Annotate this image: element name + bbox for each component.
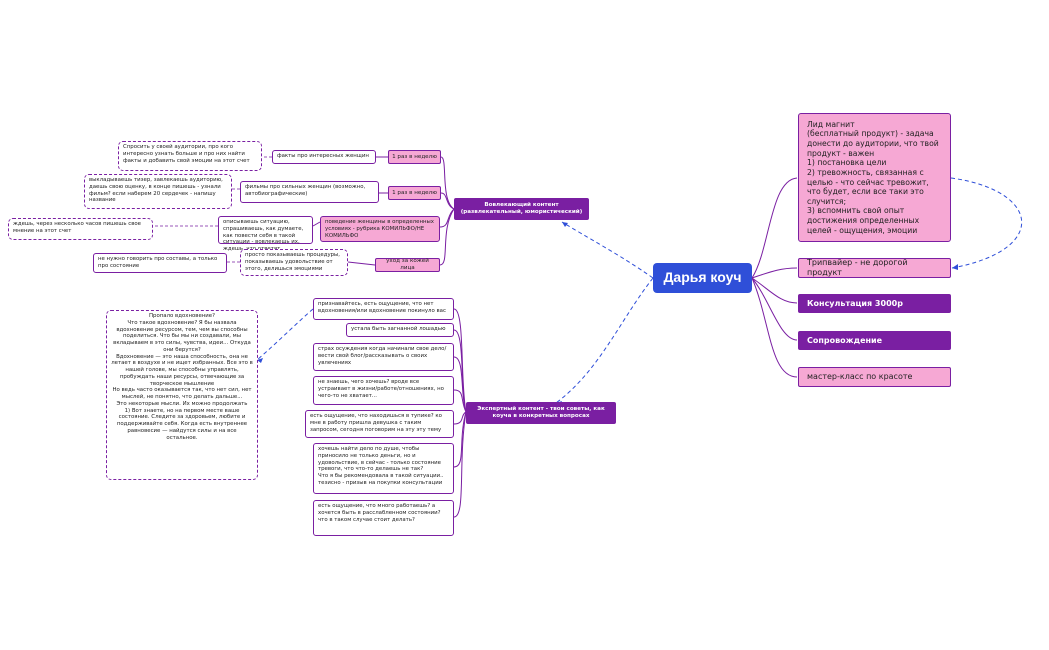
lead-magnet-node[interactable]: Лид магнит (бесплатный продукт) - задача… — [798, 113, 951, 242]
expert-item[interactable]: хочешь найти дело по душе, чтобы приноси… — [313, 443, 454, 494]
expert-item[interactable]: страх осуждения когда начинали свое дело… — [313, 343, 454, 371]
engaging-content-topic[interactable]: Вовлекающий контент (развлекательный, юм… — [454, 198, 589, 220]
expert-item[interactable]: не знаешь, чего хочешь? вроде все устраи… — [313, 376, 454, 405]
support-node[interactable]: Сопровождение — [798, 331, 951, 350]
facts-node[interactable]: факты про интересных женщин — [272, 150, 376, 164]
expert-item[interactable]: есть ощущение, что находишься в тупике? … — [305, 410, 454, 438]
procedures-node[interactable]: просто показываешь процедуры, показываеш… — [240, 249, 348, 276]
beauty-masterclass-node[interactable]: мастер-класс по красоте — [798, 367, 951, 387]
facts-note[interactable]: Спросить у своей аудитории, про кого инт… — [118, 141, 262, 171]
situation-node[interactable]: описываешь ситуацию, спрашиваешь, как ду… — [218, 216, 313, 252]
expert-content-topic[interactable]: Экспертный контент - твои советы, как ко… — [466, 402, 616, 424]
expert-item[interactable]: устала быть загнанной лошадью — [346, 323, 454, 337]
inspiration-note[interactable]: Пропало вдохновение? Что такое вдохновен… — [106, 310, 258, 480]
films-note[interactable]: выкладываешь тизер, завлекаешь аудиторию… — [84, 174, 232, 209]
procedures-note[interactable]: не нужно говорить про составы, а только … — [93, 253, 227, 273]
skincare-node[interactable]: уход за кожей лица — [375, 258, 440, 272]
root-node[interactable]: Дарья коуч — [653, 263, 752, 293]
expert-item[interactable]: признавайтесь, есть ощущение, что нет вд… — [313, 298, 454, 320]
consultation-node[interactable]: Консультация 3000р — [798, 294, 951, 313]
situation-note[interactable]: ждешь, через несколько часов пишешь свое… — [8, 218, 153, 240]
frequency-films-node[interactable]: 1 раз в неделю — [388, 186, 441, 200]
expert-item[interactable]: есть ощущение, что много работаешь? а хо… — [313, 500, 454, 536]
films-node[interactable]: фильмы про сильных женщин (возможно, авт… — [240, 181, 379, 203]
frequency-facts-node[interactable]: 1 раз в неделю — [388, 150, 441, 164]
behavior-node[interactable]: поведение женщины в определенных условия… — [320, 216, 440, 242]
tripwire-node[interactable]: Трипвайер - не дорогой продукт — [798, 258, 951, 278]
